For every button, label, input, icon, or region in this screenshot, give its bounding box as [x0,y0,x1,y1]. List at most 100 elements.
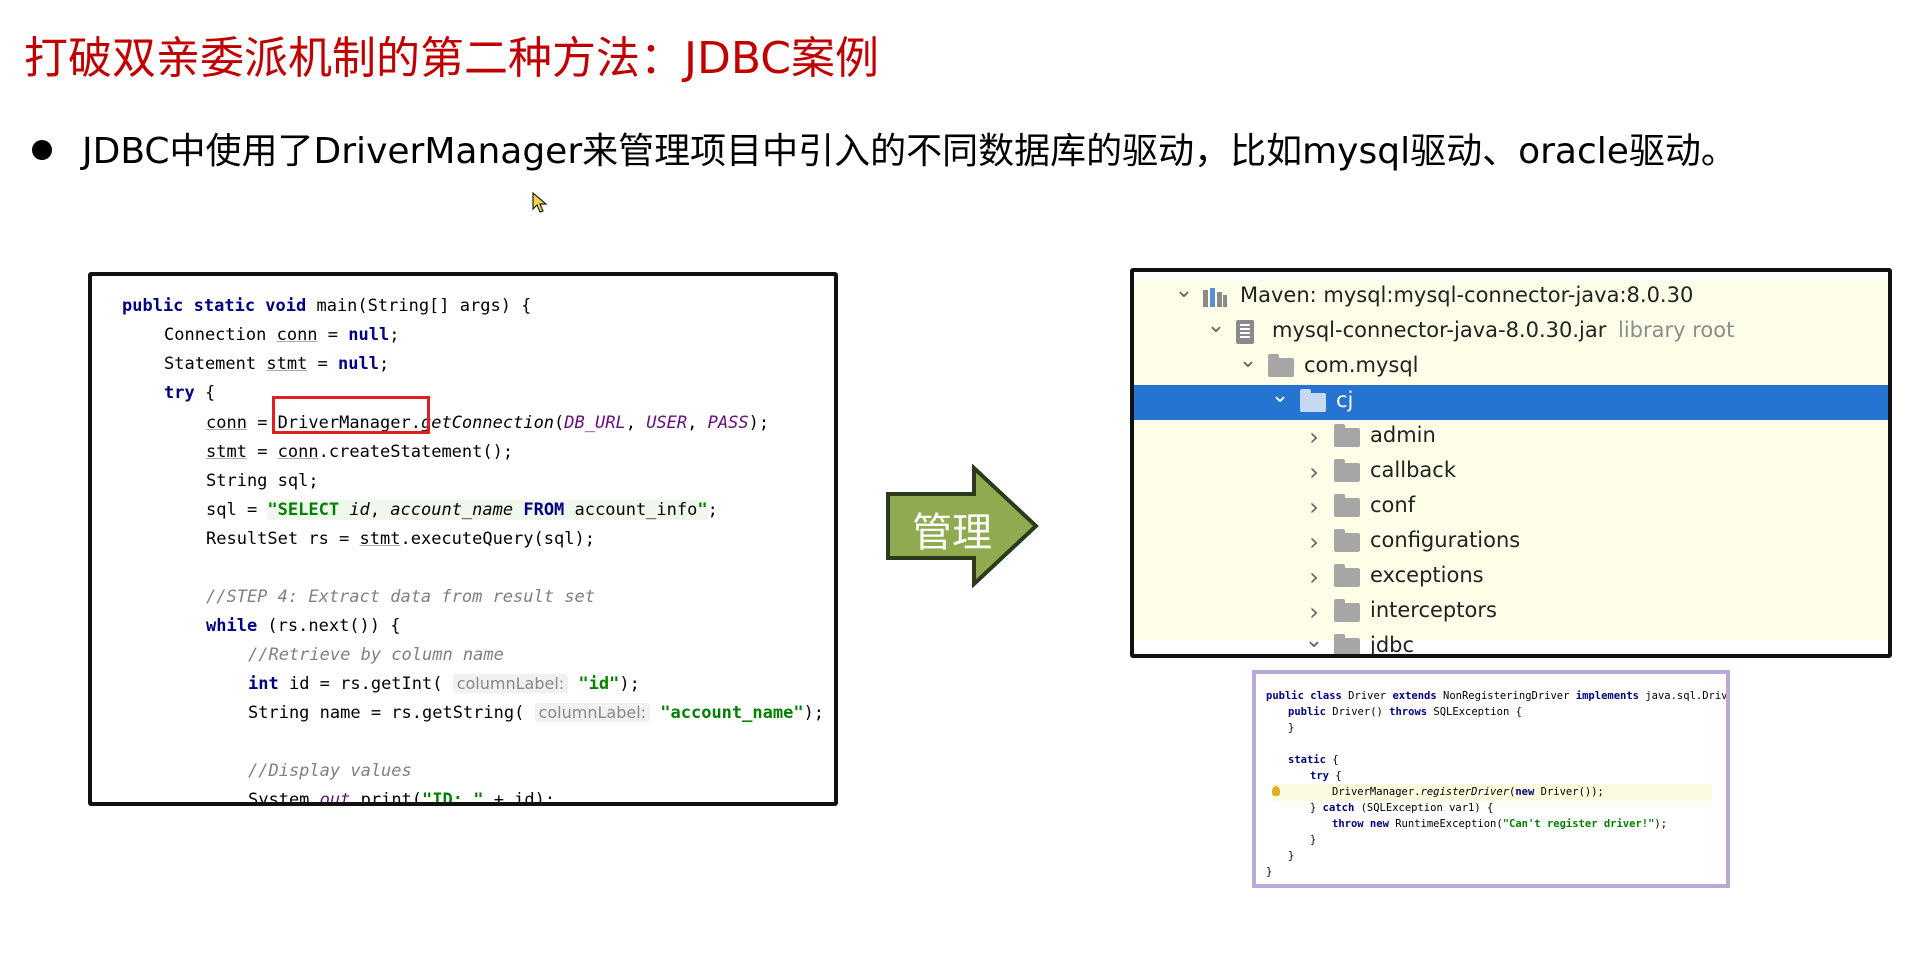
chevron-right-icon[interactable]: › [1309,528,1319,556]
code-var: conn [276,325,318,345]
code-method: registerDriver [1420,786,1510,798]
code-string: "SELECT [267,500,350,520]
project-tree: ⌄Maven: mysql:mysql-connector-java:8.0.3… [1134,280,1888,654]
tree-row-exceptions[interactable]: ›exceptions [1134,560,1888,595]
code-line: while (rs.next()) { [206,612,400,640]
code-var: stmt [206,442,247,462]
driver-manager-highlight: DriverManager [277,413,411,433]
folder-icon [1334,529,1360,552]
code-line: public static void main(String[] args) { [122,292,531,320]
code-text: = [307,354,339,374]
chevron-down-icon[interactable]: ⌄ [1206,313,1226,338]
code-text: . [410,413,421,433]
code-text: , [687,413,708,433]
tree-row-label: jdbc [1370,633,1415,657]
sql-field: account_name [390,500,514,520]
parameter-hint: columnLabel: [452,674,569,693]
keyword: public static void [122,296,307,316]
code-text: = [246,413,278,433]
lightbulb-icon [1272,786,1280,796]
folder-icon [1334,494,1360,517]
tree-row-conf[interactable]: › conf [1134,490,1888,525]
code-var: stmt [359,529,401,549]
tree-row-label: admin [1370,423,1436,447]
snippet-line: throw new RuntimeException("Can't regist… [1332,816,1667,832]
bullet-dot-icon [32,140,52,160]
code-text: + id); [483,790,556,806]
tree-row-interceptors[interactable]: › interceptors [1134,595,1888,630]
code-text: ; [707,500,718,520]
snippet-line: try { [1310,768,1342,784]
keyword: throws [1389,706,1428,718]
code-line: Statement stmt = null; [164,350,389,378]
chevron-right-icon[interactable]: › [1309,598,1319,626]
chevron-right-icon[interactable]: › [1309,458,1319,486]
code-text: = [246,442,278,462]
code-string: "ID: " [422,790,484,806]
code-text: ); [619,674,640,694]
arrow-right-icon [886,464,1039,588]
code-line: int id = rs.getInt( columnLabel: "id"); [248,670,640,698]
tree-row-label: callback [1370,458,1456,482]
snippet-line: } [1288,850,1295,862]
keyword: public [1288,706,1326,718]
code-text: java.sql.Driver { [1645,690,1728,702]
tree-row-maven-mysql-mysql-connector-java-8-0-30[interactable]: ⌄Maven: mysql:mysql-connector-java:8.0.3… [1134,280,1888,315]
tree-row-com-mysql[interactable]: ⌄com.mysql [1134,350,1888,385]
code-text: ); [748,413,770,433]
snippet-line: } [1288,722,1295,734]
code-line: String sql; [206,471,319,491]
code-var: stmt [266,354,308,374]
code-text: SQLException { [1427,706,1522,718]
folder-icon [1300,389,1326,412]
code-text: .print( [350,790,423,806]
code-text: ResultSet rs = [206,529,360,549]
sql-field: id [349,500,370,520]
chevron-down-icon[interactable]: ⌄ [1270,383,1290,408]
tree-row-label: interceptors [1370,598,1497,622]
code-line: sql = "SELECT id, account_name FROM acco… [206,496,718,524]
code-line: String name = rs.getString( columnLabel:… [248,699,824,727]
tree-row-configurations[interactable]: › configurations [1134,525,1888,560]
code-text: ); [1654,818,1668,830]
tree-row-cj[interactable]: ⌄cj [1134,385,1888,420]
code-text: String name = rs.getString( [248,703,535,723]
chevron-down-icon[interactable]: ⌄ [1174,278,1194,303]
slide-title: 打破双亲委派机制的第二种方法：JDBC案例 [24,33,879,84]
code-line: conn = DriverManager.getConnection(DB_UR… [206,409,769,437]
tree-row-jdbc[interactable]: ⌄ jdbc [1134,628,1888,657]
driver-manager-highlight-box [272,396,430,434]
chevron-down-icon[interactable]: ⌄ [1304,628,1324,653]
chevron-right-icon[interactable]: › [1309,423,1319,451]
snippet-line: public Driver() throws SQLException { [1288,704,1522,720]
code-text: Statement [164,354,267,374]
code-text: sql = [206,500,268,520]
tree-row-callback[interactable]: › callback [1134,455,1888,490]
chevron-right-icon[interactable]: › [1309,493,1319,521]
code-field: out [319,790,351,806]
keyword: static [1288,754,1326,766]
chevron-right-icon[interactable]: › [1309,563,1319,591]
mouse-cursor-icon [532,192,548,213]
code-text: NonRegisteringDriver [1436,690,1576,702]
code-text: = [317,325,349,345]
code-text: , [625,413,647,433]
code-string: "id" [568,674,620,694]
folder-icon [1334,424,1360,447]
tree-row-admin[interactable]: › admin [1134,420,1888,455]
keyword: int [248,674,279,694]
tree-row-label: conf [1370,493,1416,517]
code-text: Driver() [1325,706,1390,718]
code-text: .createStatement(); [318,442,514,462]
chevron-down-icon[interactable]: ⌄ [1238,348,1258,373]
code-text: Driver()); [1534,786,1604,798]
tree-row-label: configurations [1370,528,1521,552]
snippet-line: } [1310,834,1317,846]
keyword: while [206,616,258,636]
code-text: main(String[] args) { [306,296,532,316]
code-field: USER [646,413,688,433]
folder-icon [1334,634,1360,654]
code-text: ); [803,703,825,723]
code-text: ; [378,354,390,374]
